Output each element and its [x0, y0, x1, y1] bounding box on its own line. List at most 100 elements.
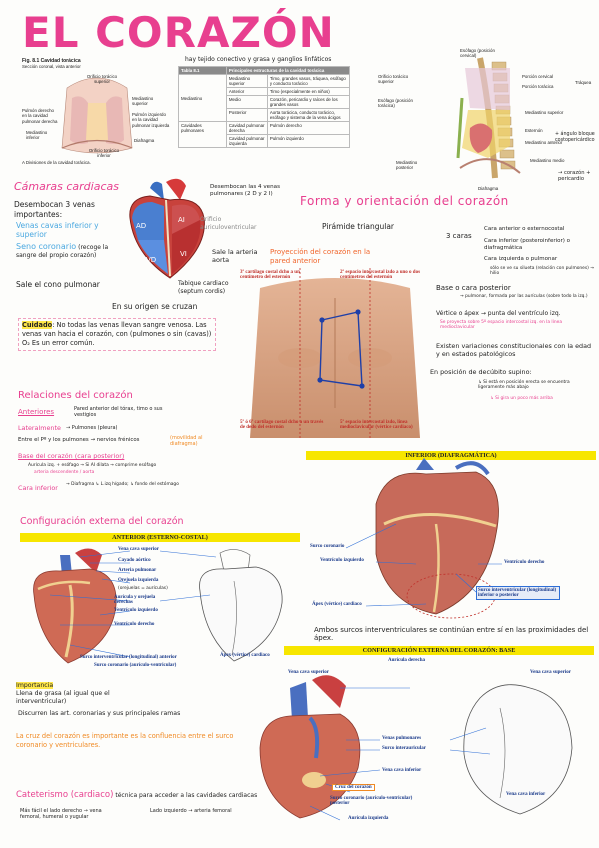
fig-number: Fig. 8.1 [22, 58, 40, 64]
cruz-text: La cruz del corazón es importante es la … [16, 732, 234, 749]
relaciones-entre: Entre el Pº y los pulmones → nervios fré… [18, 437, 140, 443]
cuidado-label: Cuidado [22, 321, 53, 329]
table-r0c0: Mediastino superior [225, 74, 268, 88]
table-r1c2: Timo (especialmente en niños) [266, 87, 351, 96]
cateterismo-title: Cateterismo (cardiaco) [16, 790, 114, 800]
chest-figure: 3º cartílago costal dcho a un centímetro… [240, 268, 430, 448]
camaras-title: Cámaras cardiacas [14, 180, 119, 193]
page-title: EL CORAZÓN [22, 8, 335, 57]
table-r1c1: Anterior [225, 87, 268, 96]
heart-right-label-1: Desembocan las 4 venas pulmonares (2 D y… [210, 184, 281, 197]
table-cav-r1c1: Pulmón izquierdo [266, 134, 351, 148]
anterior-figure: Vena cava superior Cayado aórtico Arteri… [20, 545, 300, 670]
forma-title: Forma y orientación del corazón [300, 194, 509, 208]
anterior-label-vd: Ventrículo derecho [114, 622, 155, 627]
base-label-vcs-left: Vena cava superior [288, 670, 329, 675]
heart-right-label-2: Orificio auriculoventricular [200, 216, 257, 231]
spine-label-med-superior: Mediastino superior [525, 110, 564, 115]
cuidado-text: : No todas las venas llevan sangre venos… [22, 321, 212, 347]
camaras-origen: En su origen se cruzan [112, 302, 198, 311]
table-r2c2: Corazón, pericardio y raíces de los gran… [266, 95, 351, 109]
forma-piramide: Pirámide triangular [322, 222, 395, 231]
cateterismo-right: Lado izquierdo → arteria femoral [150, 808, 232, 814]
relaciones-lateral-note: → Pulmones (pleura) [66, 425, 118, 431]
inferior-label-apex: Ápex (vértice) cardiaco [312, 602, 362, 607]
base-label-venas-pulmonares: Venas pulmonares [382, 736, 422, 741]
forma-base-note: → pulmonar, formada por las aurículas (s… [460, 294, 588, 299]
sagittal-illustration [456, 57, 521, 179]
proyeccion-title: Proyección del corazón en la pared anter… [270, 248, 371, 265]
spine-label-traquea: Tráquea [575, 80, 592, 85]
anterior-label-apex: Ápex (vértice) cardiaco [220, 653, 270, 658]
forma-variaciones: Existen variaciones constitucionales con… [436, 342, 592, 358]
anterior-label-cayado: Cayado aórtico [118, 558, 151, 563]
anterior-label-vcs: Vena cava superior [118, 547, 159, 552]
fig-subtitle: Sección coronal, vista anterior [22, 64, 81, 69]
proyeccion-bl: 5º ó 6º cartílago costal dcho a un travé… [240, 420, 324, 430]
base-label-surco-interauricular: Surco interauricular [382, 746, 426, 751]
base-label-vcs-right: Vena cava superior [530, 670, 571, 675]
importancia-text: Llena de grasa (al igual que el interven… [16, 690, 110, 706]
inferior-figure: Surco coronario Ventrículo izquierdo Ven… [306, 458, 596, 622]
chest-illustration [250, 268, 420, 438]
chamber-ai: AI [178, 216, 185, 224]
relaciones-title: Relaciones del corazón [18, 390, 133, 401]
spine-label-med-posterior: Mediastino posterior [396, 160, 418, 171]
inferior-label-vd: Ventrículo derecho [504, 560, 545, 565]
forma-decubito-note-2: ↳ Si gira un poco más arriba [490, 396, 553, 401]
relaciones-inferior: Cara inferior [18, 484, 58, 492]
table-cav-r0c0: Cavidad pulmonar derecha [225, 121, 268, 135]
anterior-label-surco-iv: Surco interventricular (longitudinal) an… [80, 655, 177, 660]
heart-diagram [129, 178, 205, 279]
relaciones-base-note-2: arteria descendente / aorta [34, 470, 95, 475]
spine-note-2: → corazón + pericardio [558, 170, 591, 183]
camaras-seno-note: (recoge la sangre del propio corazón) [16, 244, 109, 260]
camaras-seno-block: Seno coronario (recoge la sangre del pro… [16, 242, 128, 260]
camaras-venas: Venas cavas inferior y superior [16, 221, 99, 239]
inferior-box: INFERIOR (DIAFRAGMÁTICA) [306, 451, 596, 460]
camaras-sale-cono: Sale el cono pulmonar [16, 280, 100, 289]
fig-label-3: Pulmón derecho en la cavidad pulmonar de… [22, 108, 58, 124]
forma-decubito-note: ↳ Si está en posición erecta se encuentr… [478, 380, 570, 391]
relaciones-anteriores: Anteriores [18, 408, 55, 416]
spine-label-esternon: Esternón [525, 128, 543, 133]
anterior-label-pulmonar: Arteria pulmonar [118, 568, 157, 573]
table-note: hay tejido conectivo y grasa y ganglios … [185, 56, 332, 63]
proyeccion-tr: 2º espacio intercostal izdo a uno o dos … [340, 270, 421, 280]
mediastinum-figure: Esófago (posición cervical) Orificio tor… [370, 48, 595, 196]
relaciones-inferior-note: → Diafragma ↳ L.izq hígado; ↳ fondo del … [66, 482, 179, 487]
fig-label-1: Orificio torácico superior [86, 74, 118, 85]
base-heart-illustration [259, 675, 573, 821]
proyeccion-tl: 3º cartílago costal dcho a un centímetro… [240, 270, 300, 280]
forma-decubito: En posición de decúbito supino: [430, 368, 532, 376]
forma-caras-note: sólo se ve su silueta (relación con pulm… [490, 266, 594, 277]
spine-label-porcion-toracica: Porción torácica [522, 84, 554, 89]
forma-cara-1: Cara anterior o esternocostal [484, 226, 565, 232]
chamber-vi: VI [180, 250, 187, 258]
base-label-vci-left: Vena cava inferior [382, 768, 422, 773]
table-cav-r1c0: Cavidad pulmonar izquierda [225, 134, 268, 148]
base-label-ai: Aurícula izquierda [348, 816, 389, 821]
relaciones-entre-note: (movilidad al diafragma) [170, 435, 203, 447]
spine-label-esofago-cervical: Esófago (posición cervical) [460, 48, 495, 59]
spine-note-1: + ángulo bloque costopericárdico [555, 132, 595, 143]
inferior-ambos: Ambos surcos interventriculares se conti… [314, 626, 589, 643]
fig-8-1: Fig. 8.1 Cavidad torácica Sección corona… [22, 58, 172, 170]
forma-caras-label: 3 caras [446, 232, 472, 240]
proyeccion-br: 5º espacio intercostal izdo, línea medio… [340, 420, 413, 430]
table-heading: Principales estructuras de la cavidad to… [225, 66, 351, 75]
inferior-label-surco-iv: Surco interventricular (longitudinal) in… [476, 586, 560, 600]
table-cav-r0c1: Pulmón derecho [266, 121, 351, 135]
spine-label-porcion-cervical: Porción cervical [522, 74, 553, 79]
anterior-label-vi: Ventrículo izquierdo [114, 608, 158, 613]
spine-label-diafragma: Diafragma [478, 186, 499, 191]
cateterismo-block: Cateterismo (cardiaco) técnica para acce… [16, 790, 296, 801]
base-label-cruz: Cruz del corazón [332, 784, 375, 791]
table-title: Tabla 8.1 [178, 66, 227, 75]
anterior-heart-illustration [33, 548, 283, 664]
cateterismo-note: técnica para acceder a las cavidades car… [115, 792, 258, 799]
relaciones-base-note-1: Aurícula izq. + esófago → Si AI dilata →… [28, 463, 157, 468]
fig-caption: A Divisiones de la cavidad torácica. [22, 160, 91, 165]
anterior-label-auricula: Aurícula y orejuela derechas [114, 595, 156, 605]
